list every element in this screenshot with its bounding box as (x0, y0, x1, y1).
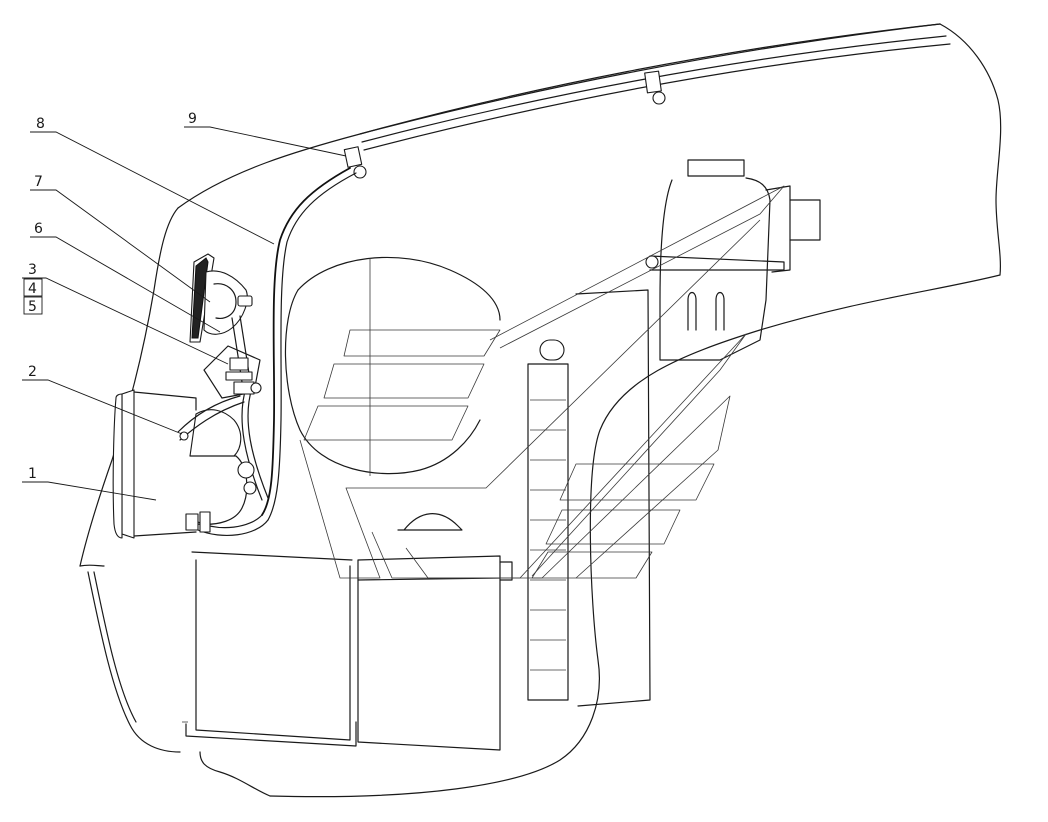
headlamp (112, 389, 257, 539)
radiator-core-right (357, 513, 513, 751)
harness-clip-front (343, 146, 367, 179)
radiator-core-left (182, 551, 357, 747)
leader-lines (22, 126, 347, 501)
coolant-reservoir (645, 159, 821, 361)
callout-8: 8 (36, 116, 45, 132)
horn (189, 253, 253, 343)
callout-5: 5 (28, 299, 37, 315)
side-stack (527, 289, 651, 707)
wiring-harness (197, 167, 357, 537)
fan-shroud (284, 256, 501, 476)
lamp-bracket (177, 395, 245, 441)
fender-graphics (299, 185, 785, 579)
mount-fastener (225, 357, 262, 395)
callout-2: 2 (28, 364, 37, 380)
harness-clip-rear (644, 70, 666, 105)
callout-6: 6 (34, 221, 43, 237)
hood-rail (359, 23, 951, 151)
callout-3: 3 (28, 262, 37, 278)
callout-labels: 8 9 7 6 3 4 5 2 1 (23, 111, 197, 482)
callout-7: 7 (34, 174, 43, 190)
callout-4: 4 (28, 281, 37, 297)
callout-1: 1 (28, 466, 37, 482)
callout-9: 9 (188, 111, 197, 127)
body-outline (79, 23, 1002, 798)
